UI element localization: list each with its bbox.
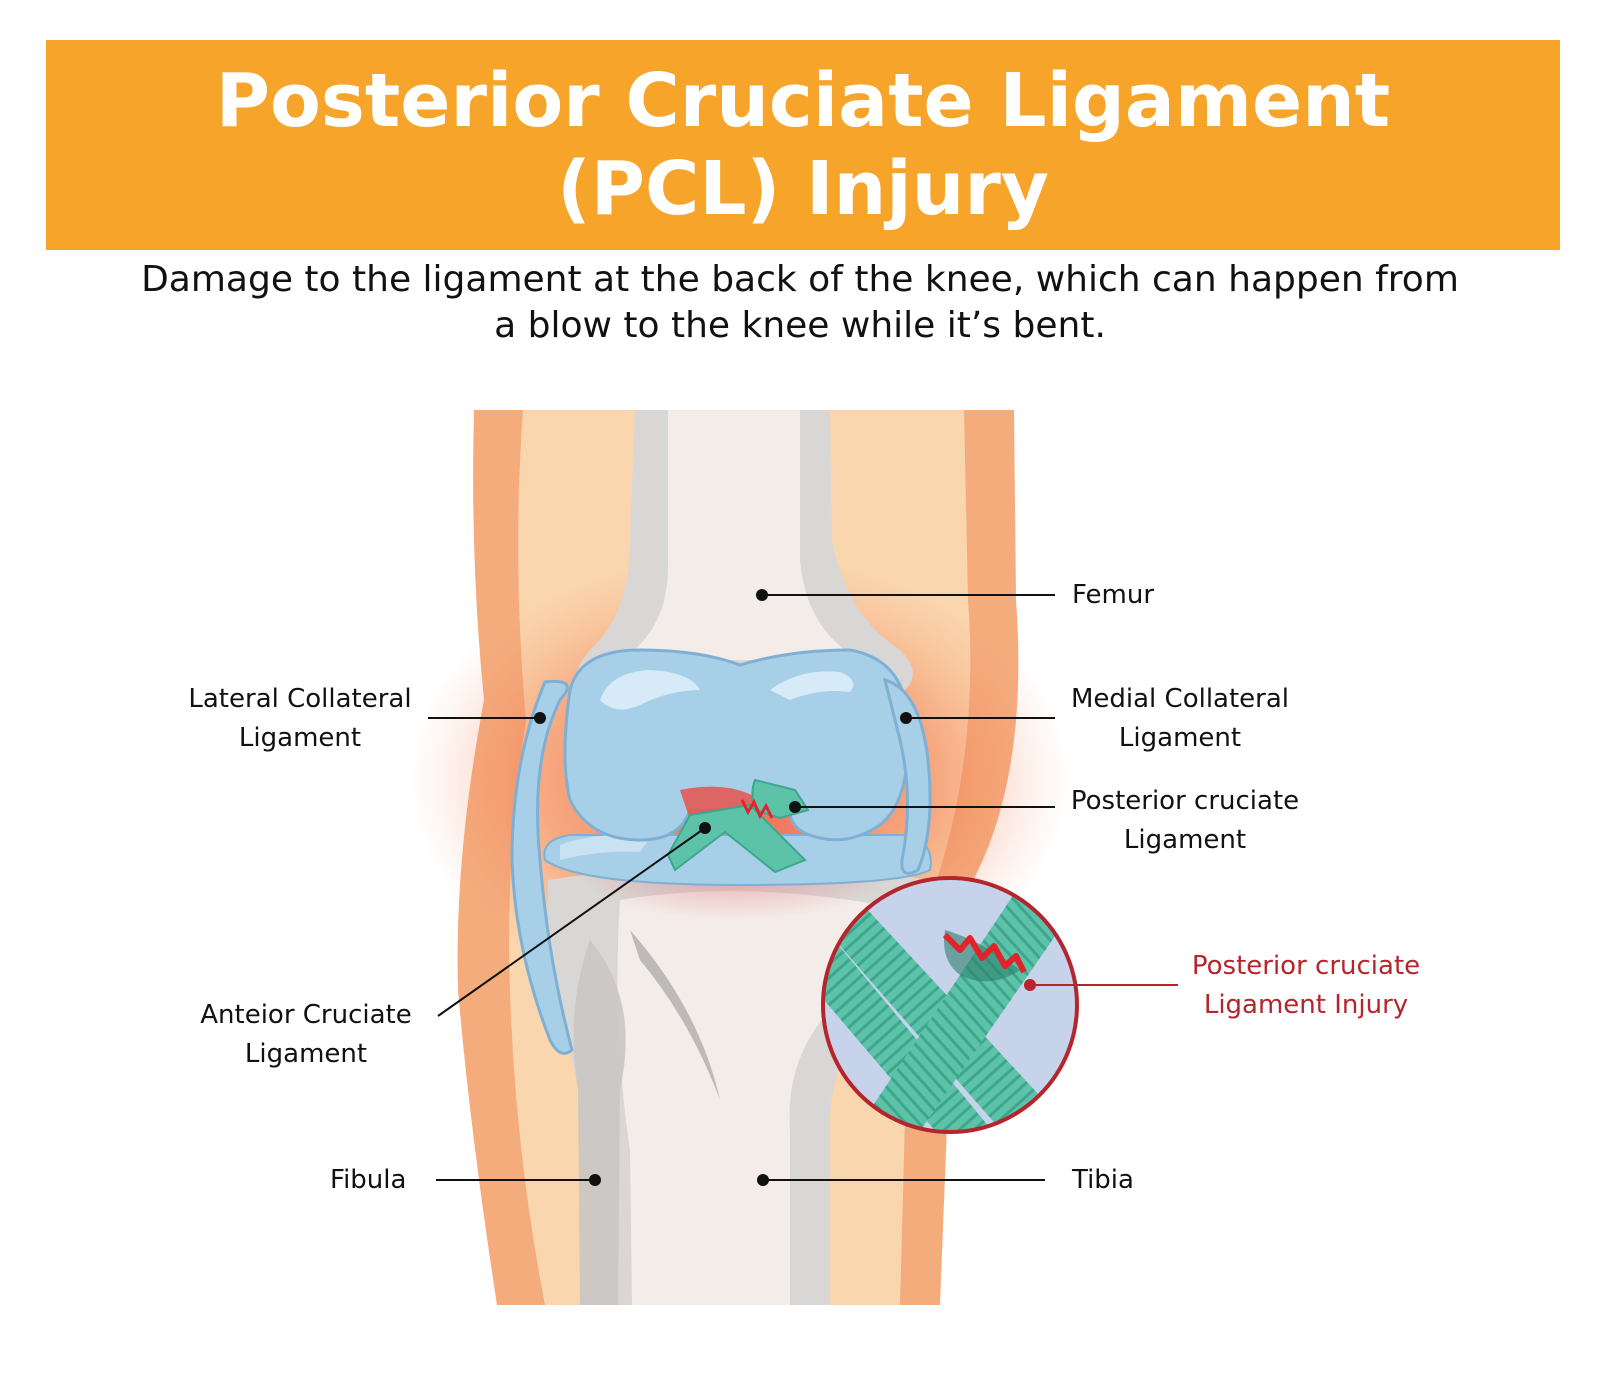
callout-dots: [534, 589, 1036, 1186]
fibula-dot: [589, 1174, 601, 1186]
femoral-cartilage: [563, 648, 910, 842]
tibia-dot: [757, 1174, 769, 1186]
anterior-cruciate-dot: [699, 822, 711, 834]
collateral-ligaments: [510, 677, 932, 1055]
medial-collateral-label: Medial Collateral Ligament: [1070, 684, 1290, 753]
callout-lines: [428, 594, 1178, 1181]
fibula-label: Fibula: [330, 1165, 407, 1195]
cruciate-ligaments: [666, 778, 810, 874]
pcl-injury-zoom-inset: [821, 876, 1079, 1134]
title-banner: Posterior Cruciate Ligament (PCL) Injury: [46, 40, 1560, 250]
lateral-collateral-label: Lateral Collateral Ligament: [188, 684, 412, 753]
posterior-cruciate-label: Posterior cruciate Ligament: [1070, 786, 1300, 855]
femur-dot: [756, 589, 768, 601]
medial-collateral-dot: [900, 712, 912, 724]
femur-bone: [576, 410, 913, 700]
subtitle-line-2: a blow to the knee while it’s bent.: [494, 305, 1106, 346]
title-line-1: Posterior Cruciate Ligament: [215, 58, 1391, 144]
tibia-label: Tibia: [1072, 1165, 1134, 1195]
lateral-collateral-dot: [534, 712, 546, 724]
posterior-cruciate-dot: [789, 801, 801, 813]
subtitle-line-1: Damage to the ligament at the back of th…: [141, 259, 1459, 300]
subtitle: Damage to the ligament at the back of th…: [60, 257, 1540, 349]
pcl-injury-dot: [1024, 979, 1036, 991]
pcl-injury-label: Posterior cruciate Ligament Injury: [1191, 951, 1421, 1020]
femur-label: Femur: [1072, 580, 1155, 610]
anterior-cruciate-label: Anteior Cruciate Ligament: [200, 1000, 412, 1069]
title-line-2: (PCL) Injury: [556, 146, 1050, 232]
